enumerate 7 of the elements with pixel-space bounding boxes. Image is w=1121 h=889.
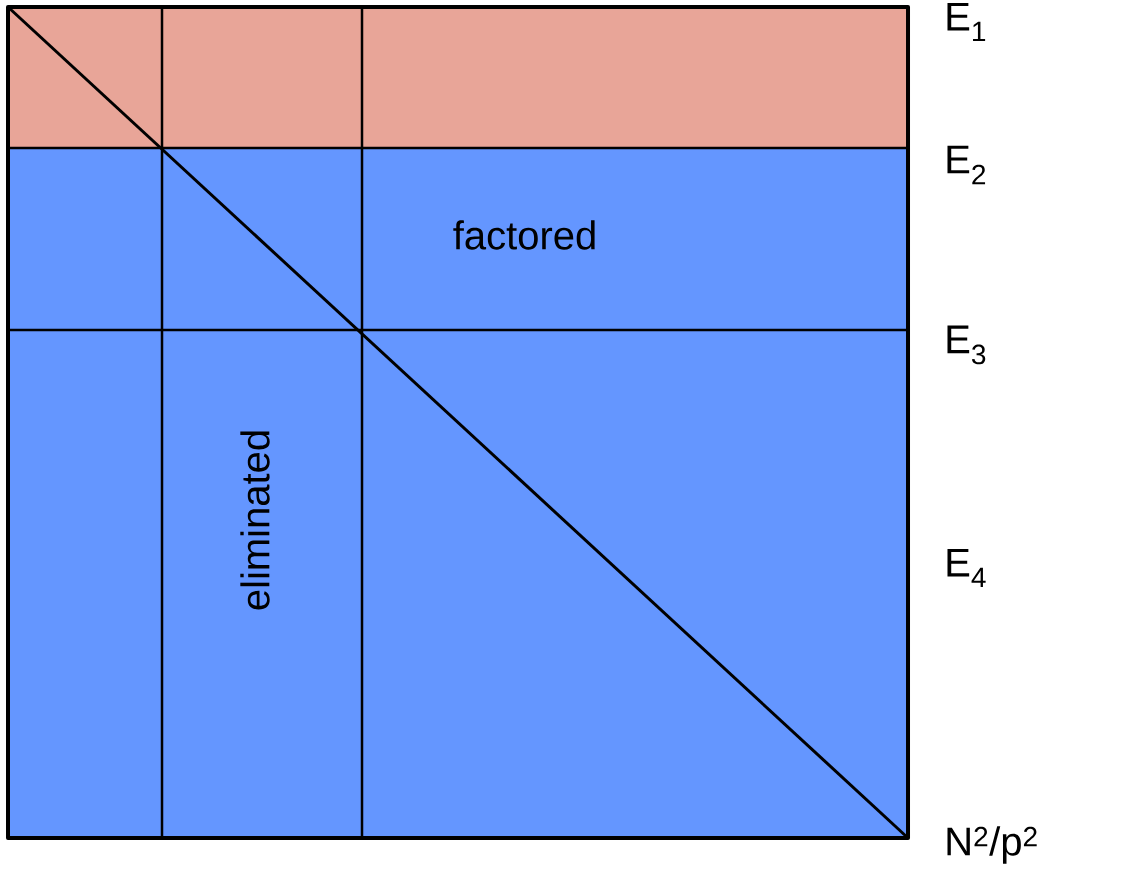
region-label: eliminated xyxy=(240,431,270,610)
row-label: E$_{2}$ xyxy=(947,145,986,185)
row-label: E$_{4}$ xyxy=(947,548,986,588)
row-label: N$^{2}$/p$^{2}$ xyxy=(947,826,1037,864)
region-label: factored xyxy=(453,220,595,250)
row-label: E$_{3}$ xyxy=(947,325,986,365)
row-label: E$_{1}$ xyxy=(947,2,986,42)
